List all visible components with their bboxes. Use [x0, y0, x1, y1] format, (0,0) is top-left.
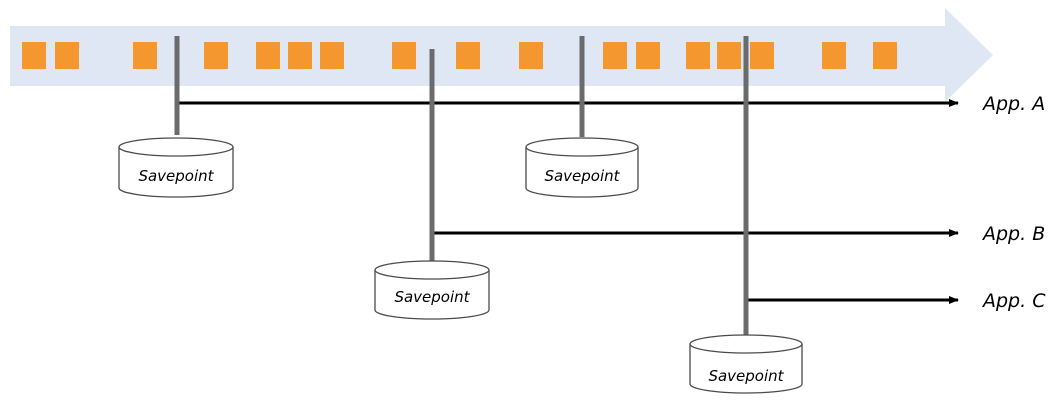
savepoint-4-label: Savepoint	[708, 367, 784, 385]
savepoint-1-label: Savepoint	[138, 167, 214, 185]
stream-event	[603, 42, 627, 69]
app-b-timeline: App. B	[432, 223, 1045, 245]
stream-event	[133, 42, 157, 69]
savepoint-2-label: Savepoint	[544, 167, 620, 185]
stream-event	[256, 42, 280, 69]
stream-event	[750, 42, 774, 69]
app-c-label: App. C	[981, 290, 1046, 312]
stream-event	[288, 42, 312, 69]
savepoint-4-cylinder	[689, 344, 803, 394]
stream-event	[204, 42, 228, 69]
stream-event	[55, 42, 79, 69]
stream-event	[717, 42, 741, 69]
app-c-timeline: App. C	[746, 290, 1046, 312]
stream-event	[686, 42, 710, 69]
savepoint-2-cylinder-top	[525, 137, 639, 157]
savepoint-3: Savepoint	[374, 260, 490, 320]
stream-event	[873, 42, 897, 69]
stream-event	[22, 42, 46, 69]
stream-event	[822, 42, 846, 69]
stream-event	[392, 42, 416, 69]
savepoint-1: Savepoint	[118, 137, 234, 198]
savepoint-3-cylinder	[374, 270, 490, 320]
stream-event	[636, 42, 660, 69]
savepoint-2-cylinder	[525, 147, 639, 198]
stream-event	[456, 42, 480, 69]
savepoint-4: Savepoint	[689, 334, 803, 394]
savepoint-2: Savepoint	[525, 137, 639, 198]
savepoint-3-label: Savepoint	[394, 288, 470, 306]
savepoint-1-cylinder-top	[118, 137, 234, 157]
app-b-label: App. B	[981, 223, 1045, 245]
savepoint-3-cylinder-top	[374, 260, 490, 280]
stream-event	[320, 42, 344, 69]
savepoint-1-cylinder	[118, 147, 234, 198]
savepoint-4-cylinder-top	[689, 334, 803, 354]
app-a-label: App. A	[981, 93, 1045, 115]
event-stream-events	[22, 42, 897, 69]
app-a-timeline: App. A	[177, 93, 1045, 115]
stream-event	[519, 42, 543, 69]
